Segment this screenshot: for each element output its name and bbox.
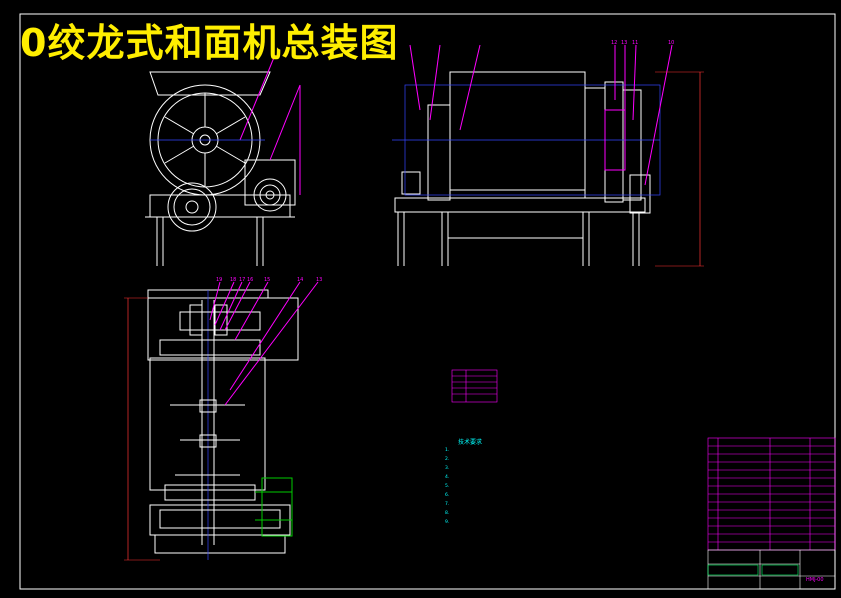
tech-requirements-title: 技术要求 (458, 439, 483, 446)
tech-requirement-item: 5. (445, 484, 450, 489)
side-gear-detail (604, 109, 626, 171)
side-view (392, 44, 704, 267)
side-pulley (629, 174, 651, 214)
callout-label: 12 (611, 40, 617, 46)
side-blue-outline (404, 84, 661, 196)
title-block (707, 437, 836, 590)
callout-label: 18 (230, 277, 236, 283)
tech-requirement-item: 3. (445, 466, 450, 471)
hopper (149, 71, 271, 96)
leader-line (209, 281, 221, 321)
side-base-frame (394, 197, 646, 213)
small-gear (167, 182, 217, 232)
top-view (124, 281, 319, 561)
callout-label: 10 (668, 40, 674, 46)
callout-label: 13 (621, 40, 627, 46)
top-base-plate (154, 534, 286, 554)
side-bearing-left (401, 171, 421, 195)
top-drum (149, 357, 266, 491)
top-view-callouts: 19 18 17 16 15 14 13 (216, 277, 322, 283)
tech-requirement-item: 6. (445, 493, 450, 498)
side-view-callouts: 12 13 11 10 (611, 40, 674, 46)
side-drum (449, 71, 586, 191)
tech-requirement-item: 7. (445, 502, 450, 507)
tech-requirement-item: 1. (445, 448, 450, 453)
motor-pulley (253, 178, 287, 212)
callout-label: 15 (264, 277, 270, 283)
callout-label: 16 (247, 277, 253, 283)
callout-label: 11 (632, 40, 638, 46)
tech-requirement-item: 8. (445, 511, 450, 516)
leader-line (239, 54, 276, 141)
drawing-title: 0绞龙式和面机总装图 (20, 21, 399, 65)
callout-label: 13 (316, 277, 322, 283)
drawing-frame (19, 13, 836, 590)
big-wheel-spokes (164, 93, 246, 187)
front-view (145, 54, 301, 266)
side-left-plate (427, 104, 451, 201)
leader-line (409, 44, 421, 111)
tech-requirement-item: 2. (445, 457, 450, 462)
drawing-code: HMJ-00 (806, 577, 824, 583)
tech-requirement-item: 9. (445, 520, 450, 525)
parameter-table (451, 369, 498, 403)
side-gear-stack (584, 87, 606, 199)
tech-requirement-item: 4. (445, 475, 450, 480)
callout-label: 19 (216, 277, 222, 283)
top-motor (261, 477, 293, 537)
callout-label: 14 (297, 277, 303, 283)
front-frame-beam (149, 194, 291, 218)
callout-label: 17 (239, 277, 245, 283)
title-block-main (707, 549, 836, 590)
